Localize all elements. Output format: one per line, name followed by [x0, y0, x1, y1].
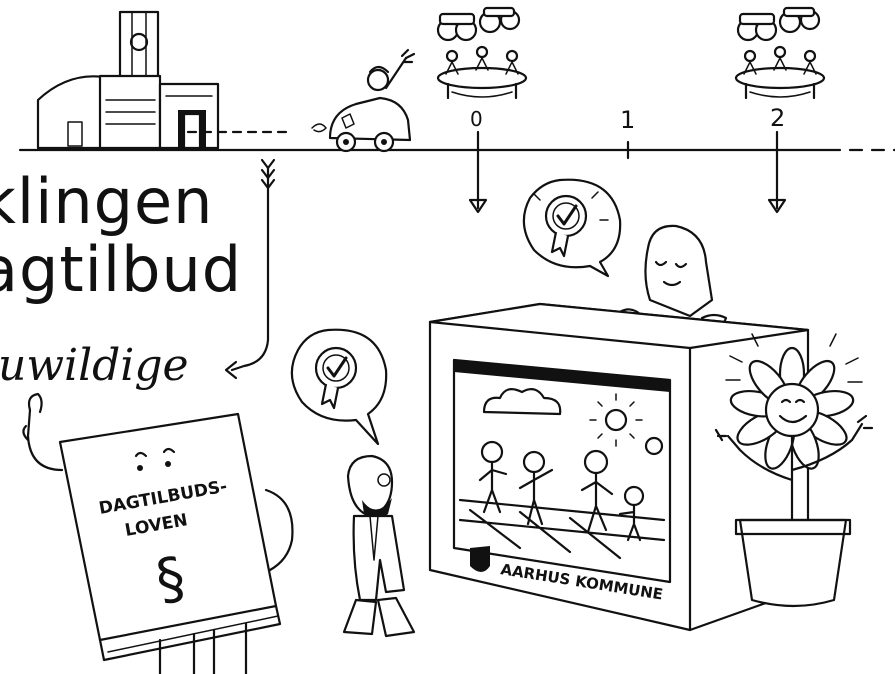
timeline-marker-0: 0	[470, 107, 483, 131]
book-icon: DAGTILBUDS- LOVEN §	[22, 392, 294, 674]
handwritten-word: uwildige	[0, 340, 189, 391]
headline-line-2: agtilbud	[0, 233, 243, 306]
factory-icon	[36, 10, 292, 150]
quality-seal-icon	[290, 328, 388, 446]
shield-icon	[470, 546, 490, 572]
quality-seal-icon	[522, 178, 622, 278]
sun-icon	[589, 393, 643, 447]
headline-line-1: klingen	[0, 165, 214, 238]
timeline-marker-2: 2	[770, 104, 785, 132]
child-figures	[478, 436, 664, 542]
arrow-icon	[224, 158, 276, 380]
car-icon	[311, 48, 416, 153]
flower-icon	[714, 333, 874, 608]
binoculars-icon	[736, 6, 821, 42]
timeline-marker-1: 1	[620, 106, 635, 134]
cloud-icon	[482, 387, 562, 416]
person-icon	[342, 454, 416, 638]
timeline: 0 1 2	[18, 104, 895, 214]
meeting-table-icon	[436, 45, 528, 100]
binoculars-icon	[436, 6, 521, 42]
meeting-table-icon	[734, 45, 826, 100]
